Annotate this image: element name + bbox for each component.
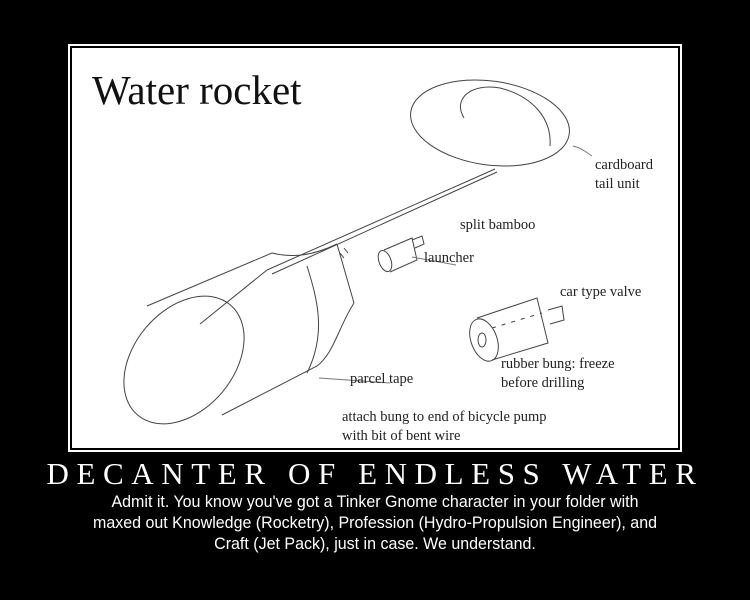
label-rubber-bung: rubber bung: freeze — [501, 356, 615, 372]
leader-lines — [318, 145, 593, 384]
label-split-bamboo: split bamboo — [460, 217, 536, 233]
label-attach-bung: attach bung to end of bicycle pump — [342, 409, 547, 425]
rubber-bung-drawing — [469, 297, 565, 362]
label-bent-wire: with bit of bent wire — [342, 428, 461, 444]
diagram-title: Water rocket — [92, 67, 302, 113]
label-parcel-tape: parcel tape — [350, 371, 414, 387]
rocket-sketch — [123, 79, 593, 425]
label-before-drilling: before drilling — [501, 375, 585, 391]
launcher-drawing — [377, 235, 425, 273]
bottle-drawing — [123, 243, 355, 425]
poster-title: DECANTER OF ENDLESS WATER — [46, 456, 704, 491]
label-car-type-valve: car type valve — [560, 284, 642, 300]
caption-line: Craft (Jet Pack), just in case. We under… — [214, 535, 536, 553]
poster-caption: Admit it. You know you've got a Tinker G… — [11, 492, 739, 555]
label-tail-unit: tail unit — [595, 176, 640, 192]
tail-ring-drawing — [410, 79, 570, 167]
label-cardboard: cardboard — [595, 157, 653, 173]
split-bamboo-drawing — [199, 168, 498, 325]
caption-line: Admit it. You know you've got a Tinker G… — [111, 493, 639, 511]
water-rocket-diagram: Water rocket cardboard tail unit split b… — [72, 48, 678, 448]
label-launcher: launcher — [424, 250, 474, 266]
caption-line: maxed out Knowledge (Rocketry), Professi… — [92, 514, 657, 532]
